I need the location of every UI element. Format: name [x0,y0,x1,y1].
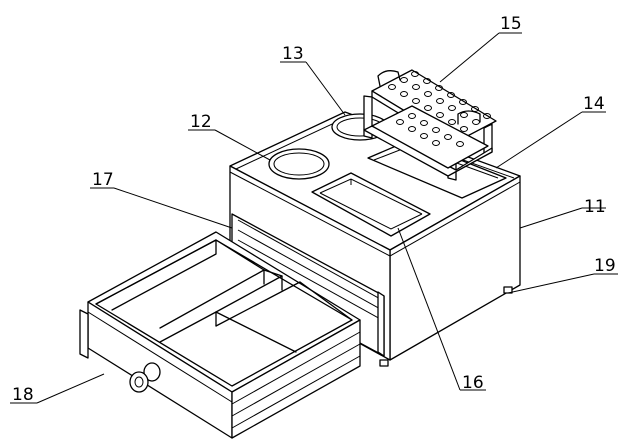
label-14: 14 [583,94,605,114]
label-15: 15 [500,14,522,34]
label-18: 18 [12,385,34,405]
label-19: 19 [594,256,616,276]
label-11: 11 [584,197,606,217]
label-12: 12 [190,112,212,132]
recessed-tray-16 [311,172,431,237]
label-16: 16 [462,373,484,393]
test-tube-rack-15 [363,69,497,181]
label-17: 17 [92,170,114,190]
round-hole-12 [268,148,330,180]
leader-lines [10,32,618,404]
drawer-knob [129,362,161,393]
drawer-18 [79,231,361,439]
label-13: 13 [282,44,304,64]
